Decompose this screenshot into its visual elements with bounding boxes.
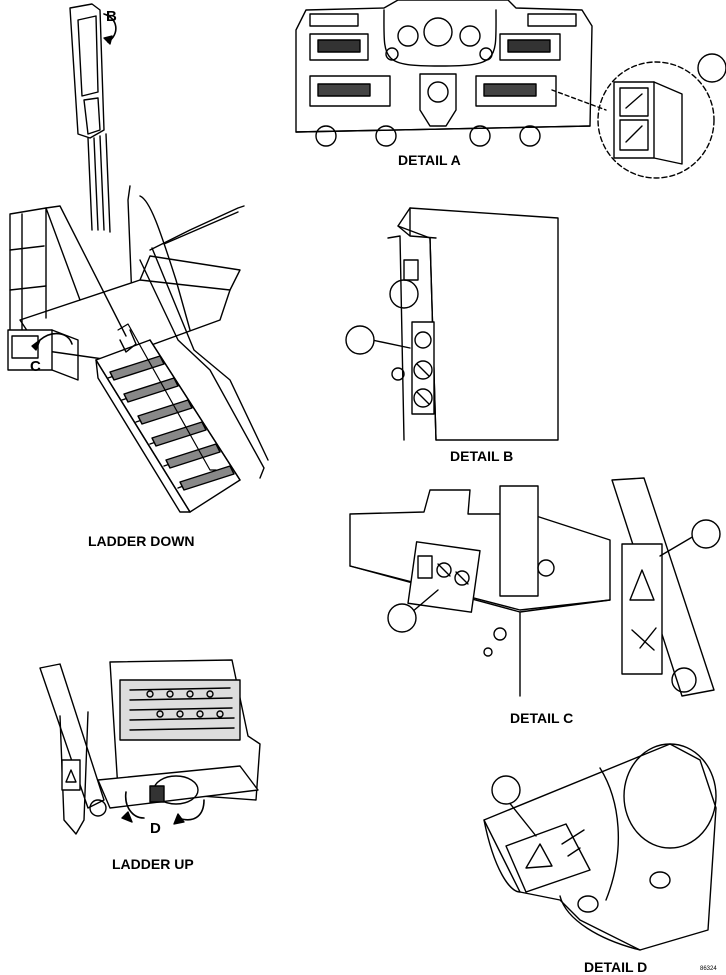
ladder-up-illustration [40, 660, 260, 834]
figure-number: 86324 [700, 966, 717, 972]
detail-c-illustration [350, 478, 720, 696]
detail-a-label: DETAIL A [398, 152, 461, 168]
detail-b-illustration [346, 208, 558, 440]
detail-a-illustration [296, 0, 726, 178]
ladder-up-label: LADDER UP [112, 856, 194, 872]
callout-c-letter: C [30, 358, 41, 375]
detail-d-illustration [484, 744, 716, 950]
detail-b-label: DETAIL B [450, 448, 514, 464]
ladder-down-illustration [8, 4, 268, 512]
detail-d-label: DETAIL D [584, 959, 648, 975]
detail-c-label: DETAIL C [510, 710, 574, 726]
callout-d-letter: D [150, 820, 161, 837]
callout-b-letter: B [106, 8, 117, 25]
ladder-down-label: LADDER DOWN [88, 533, 195, 549]
